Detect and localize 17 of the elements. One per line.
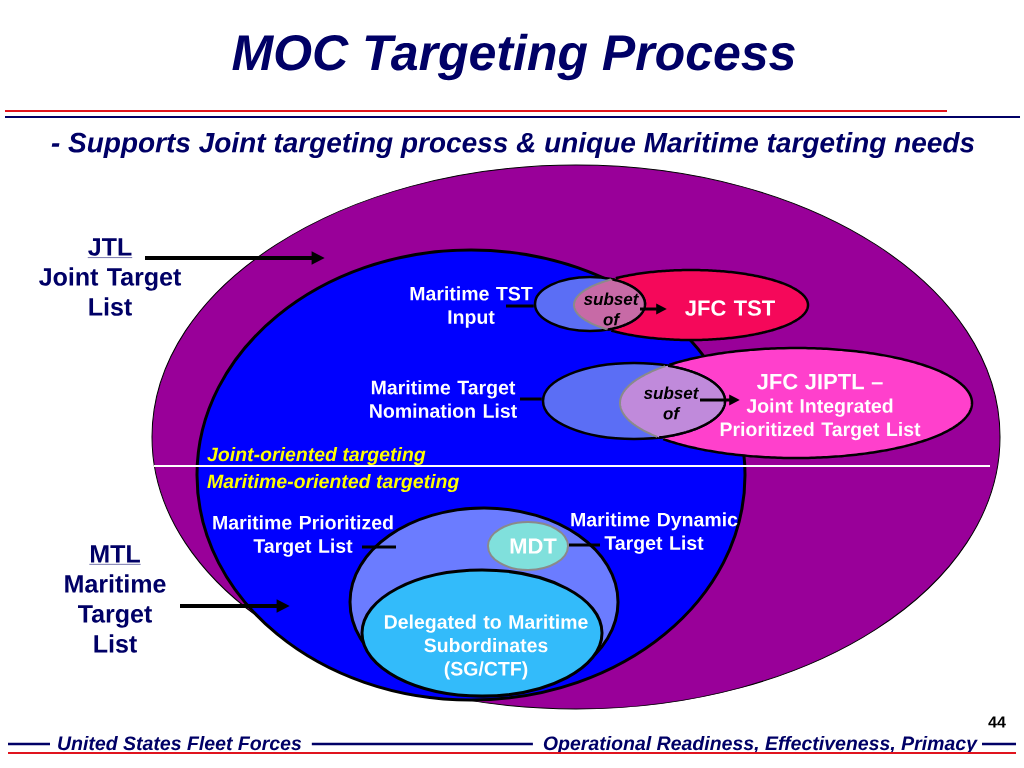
callout-label: Maritime Prioritized Target List	[213, 515, 393, 557]
title: MOC Targeting Process	[232, 33, 795, 81]
leader-line	[520, 397, 542, 401]
footer-text: United States Fleet Forces	[58, 735, 302, 751]
subtitle: - Supports Joint targeting process & unique Maritime targeting needs	[51, 131, 975, 159]
overlap-region: subset of	[573, 278, 647, 331]
callout-label: Maritime TST Input	[410, 286, 533, 328]
callout-label: Maritime Dynamic Target List	[571, 512, 738, 554]
leader-line	[362, 545, 396, 549]
leader-line	[506, 304, 534, 308]
region-label: Joint-oriented targeting	[207, 446, 426, 466]
page-number: 44	[988, 716, 1006, 728]
callout-label: Maritime Target Nomination List	[370, 380, 517, 418]
side-label: JTL Joint Target List	[39, 238, 182, 316]
region-label: Maritime-oriented targeting	[207, 473, 459, 493]
side-label: MTL Maritime Target List	[65, 545, 166, 653]
footer-text: Operational Readiness, Effectiveness, Primacy	[543, 735, 978, 755]
